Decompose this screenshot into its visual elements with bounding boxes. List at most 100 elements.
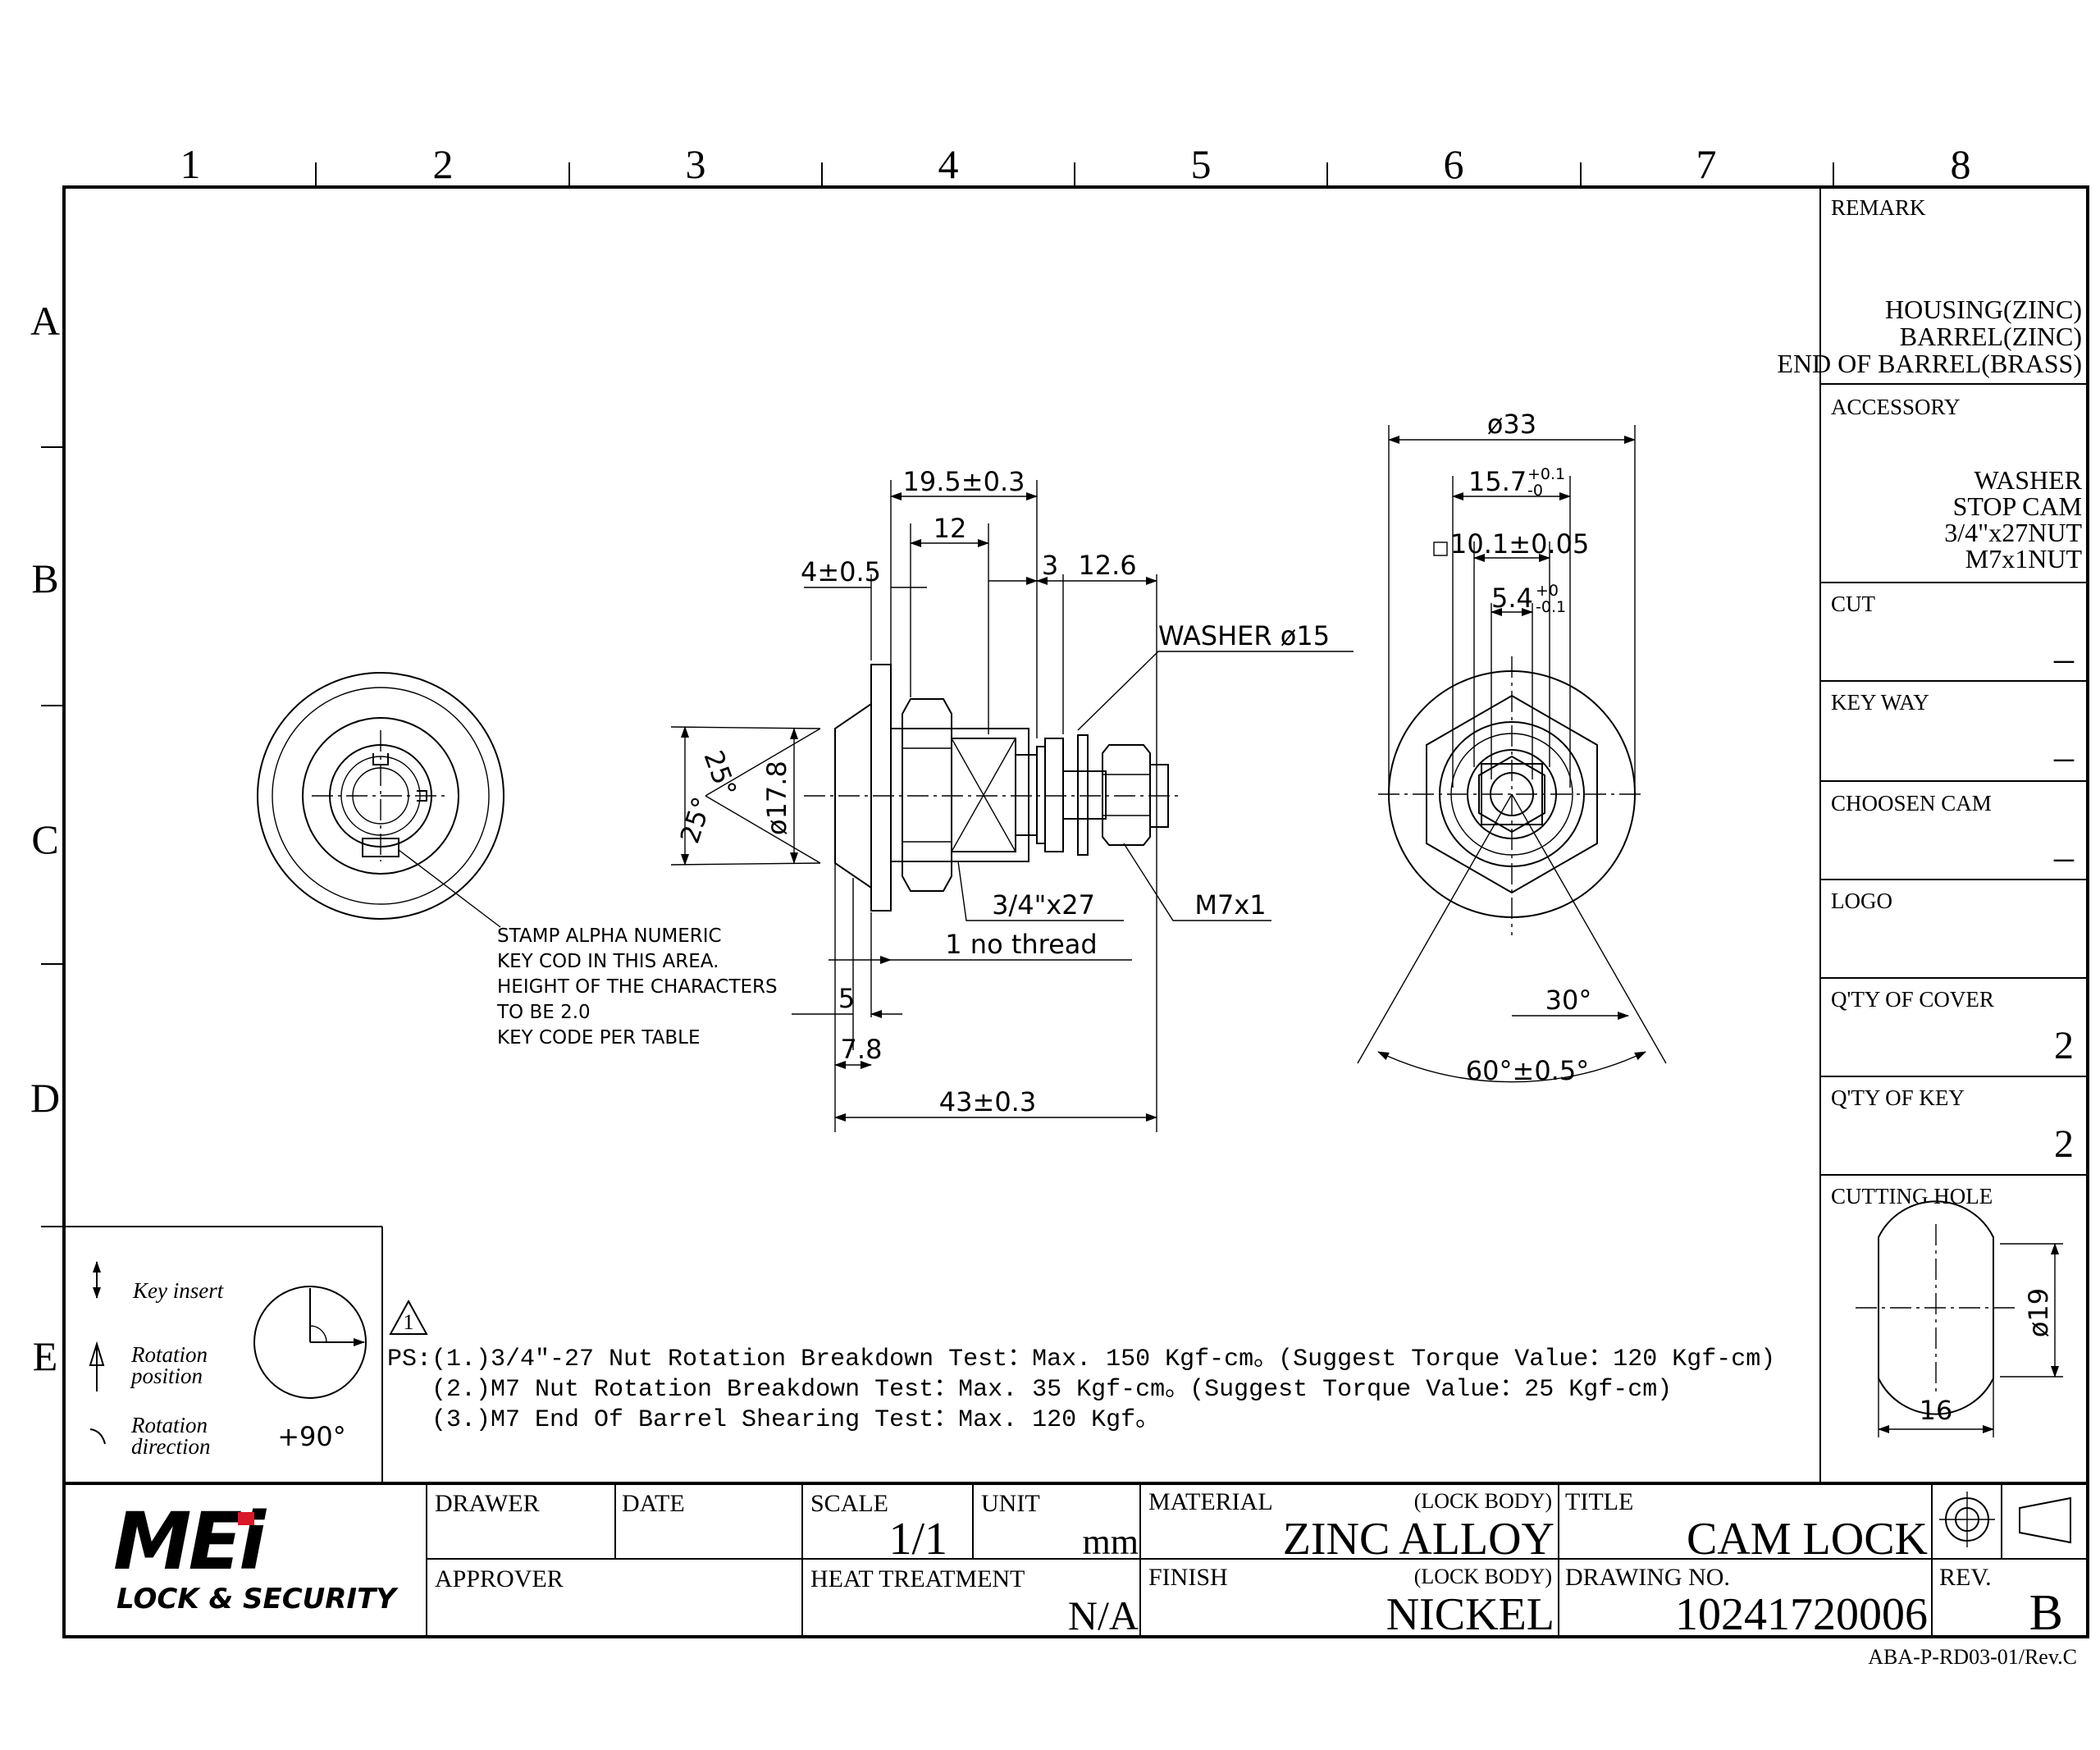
front-note-line-3: HEIGHT OF THE CHARACTERS	[497, 976, 778, 998]
zone-col-2: 2	[433, 141, 454, 187]
note-line-2: (2.)M7 Nut Rotation Breakdown Test：Max. …	[431, 1376, 1672, 1404]
dim-15-7-tol-lower: -0	[1527, 482, 1543, 500]
dim-12: 12	[934, 513, 967, 544]
angle-30: 30°	[1545, 985, 1592, 1016]
zone-col-5: 5	[1191, 141, 1212, 187]
logo-tagline: LOCK & SECURITY	[116, 1583, 399, 1615]
test-notes: 1 PS:(1.)3/4"-27 Nut Rotation Breakdown …	[387, 1299, 1775, 1434]
dim-5-4: 5.4	[1491, 583, 1533, 614]
zone-row-labels: A B C D E	[30, 298, 60, 1379]
drawing-no-value: 10241720006	[1675, 1589, 1928, 1640]
washer-label: WASHER ø15	[1158, 620, 1330, 651]
material-label: MATERIAL	[1148, 1488, 1273, 1515]
approver-label: APPROVER	[435, 1565, 564, 1592]
zone-col-4: 4	[938, 141, 959, 187]
form-code: ABA-P-RD03-01/Rev.C	[1868, 1645, 2077, 1669]
dim-15-7: 15.7	[1468, 466, 1527, 497]
zone-row-a: A	[30, 298, 60, 344]
dim-dia-17-8: ø17.8	[761, 761, 792, 835]
cut-value: _	[2053, 624, 2075, 667]
accessory-line-4: M7x1NUT	[1965, 544, 2083, 573]
dim-19-5: 19.5±0.3	[903, 466, 1025, 497]
front-note-line-4: TO BE 2.0	[496, 1002, 591, 1023]
cutting-hole-sketch: ø19 16	[1856, 1200, 2063, 1437]
company-logo: MEi LOCK & SECURITY	[113, 1496, 399, 1615]
dim-sq-10-1: 10.1±0.05	[1450, 528, 1589, 560]
unit-label: UNIT	[981, 1490, 1040, 1517]
heat-treatment-label: HEAT TREATMENT	[810, 1565, 1025, 1592]
scale-value: 1/1	[888, 1514, 947, 1565]
dim-12-6: 12.6	[1078, 550, 1136, 581]
m7-label: M7x1	[1194, 889, 1266, 921]
legend-key-insert: Key insert	[132, 1278, 225, 1303]
rear-view	[1357, 425, 1667, 1083]
cut-label: CUT	[1831, 592, 1876, 616]
logo-red-dot	[238, 1512, 254, 1525]
key-way-label: KEY WAY	[1831, 690, 1929, 715]
dim-3: 3	[1042, 550, 1058, 581]
spec-column: REMARK ACCESSORY CUT KEY WAY CHOOSEN CAM…	[1777, 195, 2088, 1437]
no-thread-label: 1 no thread	[945, 929, 1097, 960]
legend-rotation-position-1: Rotation	[130, 1342, 208, 1367]
title-block: DRAWER DATE APPROVER SCALE UNIT HEAT TRE…	[426, 1483, 2088, 1641]
rev-label: REV.	[1939, 1564, 1992, 1591]
zone-ticks	[41, 162, 1834, 1227]
rear-view-dim-text: ø33 15.7 +0.1 -0 10.1±0.05 5.4 +0 -0.1 3…	[1450, 409, 1591, 1086]
logo-brand: MEi	[113, 1496, 267, 1588]
zone-row-b: B	[31, 555, 58, 601]
zone-row-e: E	[33, 1333, 58, 1379]
accessory-line-3: 3/4"x27NUT	[1944, 518, 2082, 547]
dim-dia-33: ø33	[1487, 409, 1536, 440]
dim-4: 4±0.5	[801, 556, 881, 587]
dim-5: 5	[838, 983, 855, 1014]
accessory-line-2: STOP CAM	[1953, 491, 2082, 521]
zone-col-8: 8	[1951, 141, 1971, 187]
side-view-dimensions	[670, 480, 1354, 1132]
accessory-label: ACCESSORY	[1831, 395, 1961, 419]
front-note-line-5: KEY CODE PER TABLE	[497, 1027, 701, 1049]
date-label: DATE	[622, 1490, 685, 1517]
remark-line-2: BARREL(ZINC)	[1900, 322, 2082, 351]
finish-label: FINISH	[1148, 1564, 1228, 1591]
finish-value: NICKEL	[1386, 1589, 1554, 1640]
logo-label: LOGO	[1831, 889, 1892, 913]
scale-label: SCALE	[810, 1490, 888, 1517]
key-legend: Key insert Rotation position Rotation di…	[89, 1261, 367, 1459]
zone-column-labels: 1 2 3 4 5 6 7 8	[180, 141, 1971, 187]
qty-cover-label: Q'TY OF COVER	[1831, 987, 1994, 1012]
drawer-label: DRAWER	[435, 1490, 540, 1517]
side-view-dim-text: 19.5±0.3 12 4±0.5 3 12.6 WASHER ø15 3/4"…	[673, 466, 1330, 1117]
remark-line-1: HOUSING(ZINC)	[1885, 295, 2082, 324]
unit-value: mm	[1083, 1522, 1139, 1562]
angle-25-upper: 25°	[697, 747, 742, 801]
drawing-no-label: DRAWING NO.	[1565, 1564, 1730, 1591]
accessory-line-1: WASHER	[1974, 465, 2082, 495]
material-value: ZINC ALLOY	[1283, 1514, 1554, 1565]
qty-key-label: Q'TY OF KEY	[1831, 1085, 1965, 1110]
remark-label: REMARK	[1831, 195, 1926, 220]
drawing-frame	[62, 185, 2089, 1638]
remark-line-3: END OF BARREL(BRASS)	[1777, 349, 2082, 378]
rev-value: B	[2029, 1585, 2063, 1641]
note-line-3: (3.)M7 End Of Barrel Shearing Test：Max. …	[431, 1406, 1160, 1434]
legend-rotation-direction-2: direction	[131, 1434, 210, 1459]
zone-col-3: 3	[686, 141, 706, 187]
dim-7-8: 7.8	[841, 1034, 883, 1065]
front-note-line-2: KEY COD IN THIS AREA.	[497, 951, 719, 972]
dim-5-4-tol-upper: +0	[1536, 582, 1559, 600]
square-symbol	[1433, 541, 1448, 556]
thread-label: 3/4"x27	[992, 889, 1095, 921]
title-label: TITLE	[1565, 1488, 1633, 1515]
zone-row-c: C	[31, 816, 58, 862]
dim-43: 43±0.3	[939, 1086, 1036, 1117]
zone-col-6: 6	[1444, 141, 1464, 187]
finish-note: (LOCK BODY)	[1414, 1565, 1552, 1588]
front-view-note: STAMP ALPHA NUMERIC KEY COD IN THIS AREA…	[496, 925, 778, 1049]
side-view	[804, 664, 1181, 912]
material-note: (LOCK BODY)	[1414, 1489, 1552, 1513]
legend-angle: +90°	[277, 1421, 346, 1452]
cutting-hole-diameter: ø19	[2023, 1288, 2054, 1337]
revision-flag: 1	[404, 1310, 414, 1334]
heat-treatment-value: N/A	[1068, 1592, 1139, 1638]
